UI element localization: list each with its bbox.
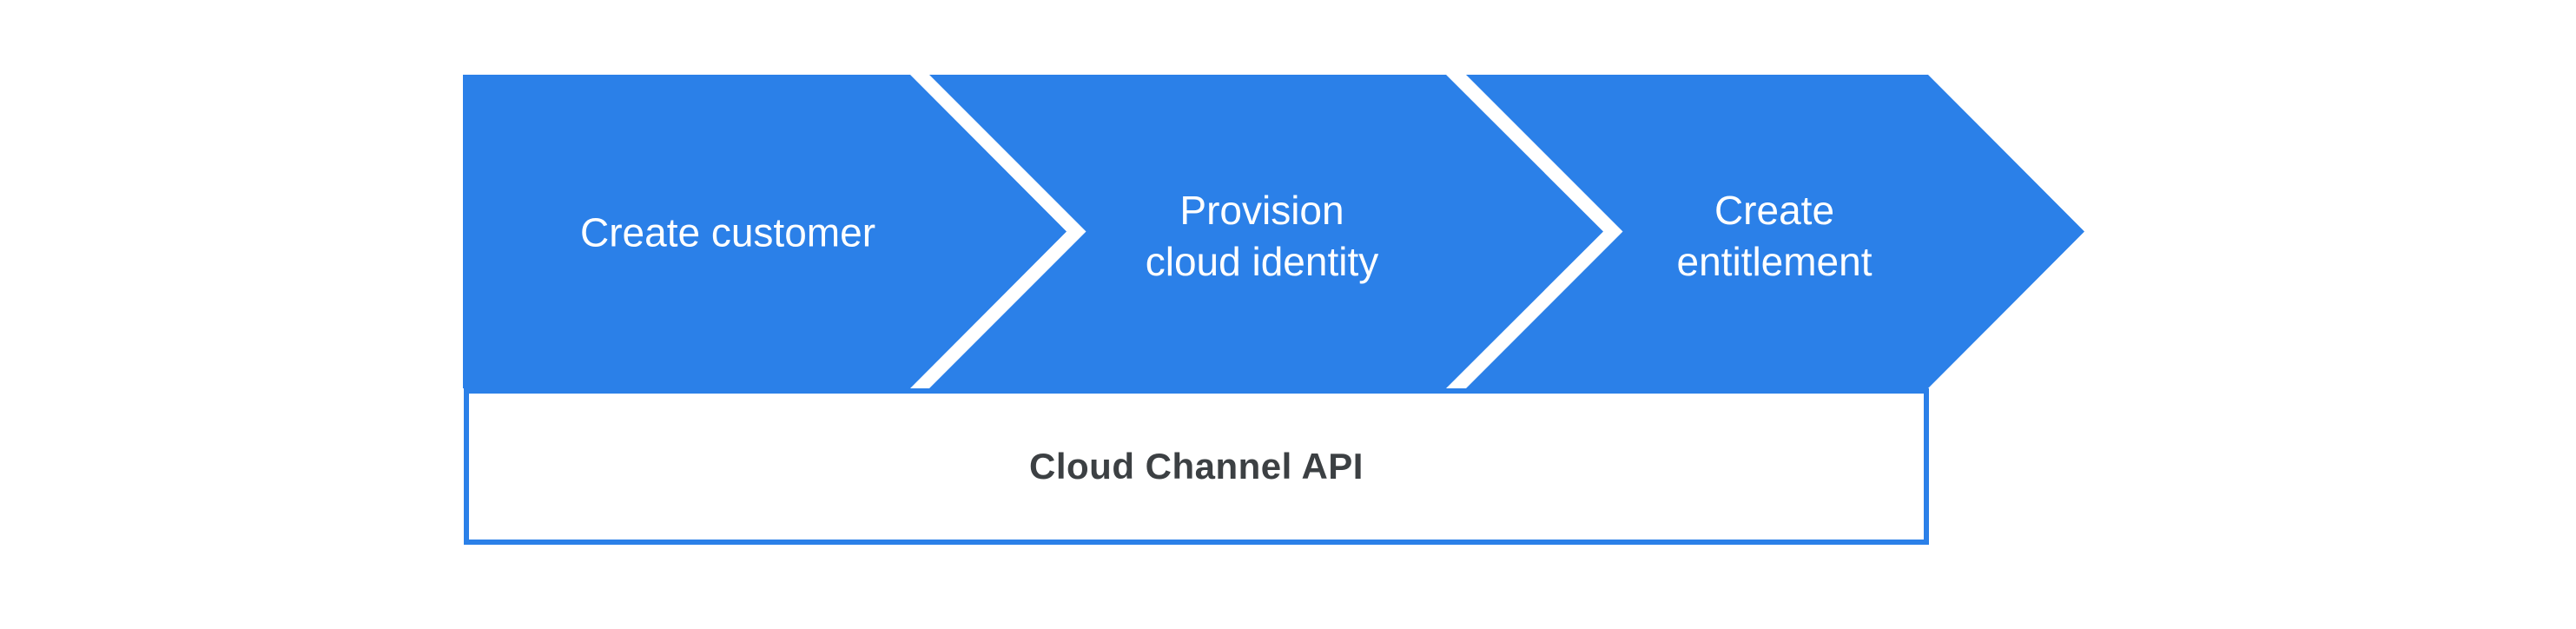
step-label-provision-cloud-identity: Provision cloud identity	[1145, 188, 1379, 284]
api-box: Cloud Channel API	[464, 388, 1929, 545]
step-label-create-customer: Create customer	[579, 209, 876, 255]
api-box-label: Cloud Channel API	[1029, 446, 1364, 487]
step-label-create-entitlement: Create entitlement	[1676, 188, 1873, 284]
